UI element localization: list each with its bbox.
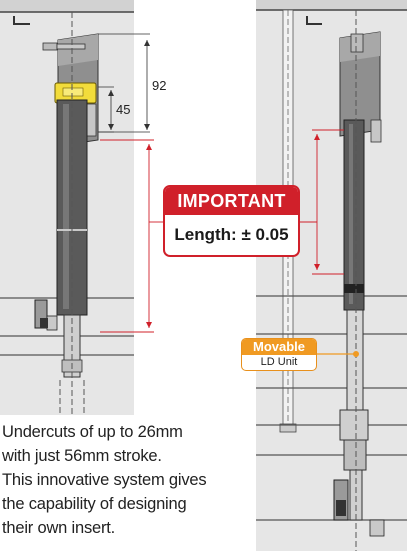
length-dimension-right — [300, 129, 344, 275]
dimension-92: 92 — [152, 78, 166, 93]
caption-line: the capability of designing — [2, 495, 187, 513]
length-tolerance: Length: ± 0.05 — [174, 225, 289, 244]
dimension-lines: 92 45 — [98, 33, 166, 133]
description-text: Undercuts of up to 26mm with just 56mm s… — [2, 420, 252, 540]
important-callout: IMPORTANT Length: ± 0.05 — [163, 185, 300, 257]
ld-unit-pointer — [317, 351, 359, 357]
right-mold-section — [256, 0, 407, 551]
dimension-45: 45 — [116, 102, 130, 117]
caption-line: Undercuts of up to 26mm — [2, 423, 183, 441]
caption-line: This innovative system gives — [2, 471, 207, 489]
length-dimension-left — [100, 139, 163, 333]
movable-ld-unit-tag: Movable LD Unit — [241, 338, 317, 371]
movable-label: Movable — [242, 339, 316, 355]
left-mold-section — [0, 0, 134, 415]
ld-unit-label: LD Unit — [260, 356, 298, 368]
caption-line: with just 56mm stroke. — [2, 447, 162, 465]
caption-line: their own insert. — [2, 519, 116, 537]
important-heading: IMPORTANT — [165, 187, 298, 215]
